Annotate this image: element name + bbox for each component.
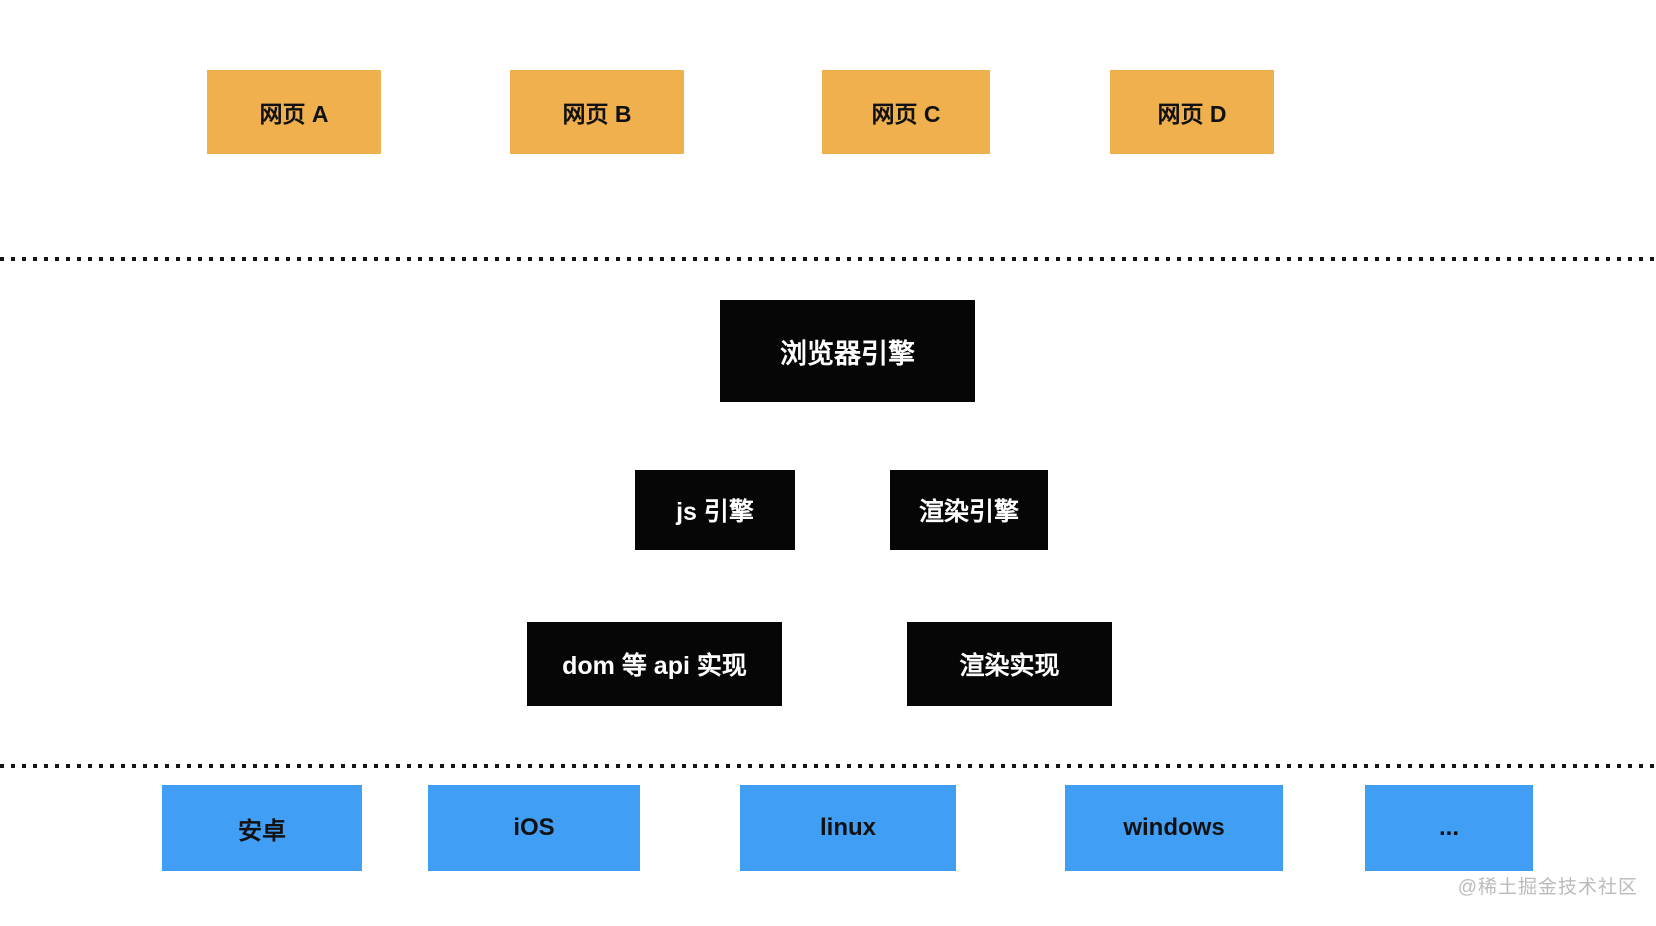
platform-android-box: 安卓 — [162, 785, 362, 871]
dotted-divider-top — [0, 257, 1656, 261]
render-implementation-box: 渲染实现 — [907, 622, 1112, 706]
dotted-divider-bottom — [0, 764, 1656, 768]
dom-api-implementation-box: dom 等 api 实现 — [527, 622, 782, 706]
render-engine-box: 渲染引擎 — [890, 470, 1048, 550]
web-page-a-box: 网页 A — [207, 70, 381, 154]
platform-windows-box: windows — [1065, 785, 1283, 871]
web-page-d-box: 网页 D — [1110, 70, 1274, 154]
platform-ios-box: iOS — [428, 785, 640, 871]
web-page-b-box: 网页 B — [510, 70, 684, 154]
juejin-watermark: @稀土掘金技术社区 — [1457, 877, 1638, 898]
platform-more-box: ... — [1365, 785, 1533, 871]
js-engine-box: js 引擎 — [635, 470, 795, 550]
platform-linux-box: linux — [740, 785, 956, 871]
web-page-c-box: 网页 C — [822, 70, 990, 154]
browser-engine-box: 浏览器引擎 — [720, 300, 975, 402]
